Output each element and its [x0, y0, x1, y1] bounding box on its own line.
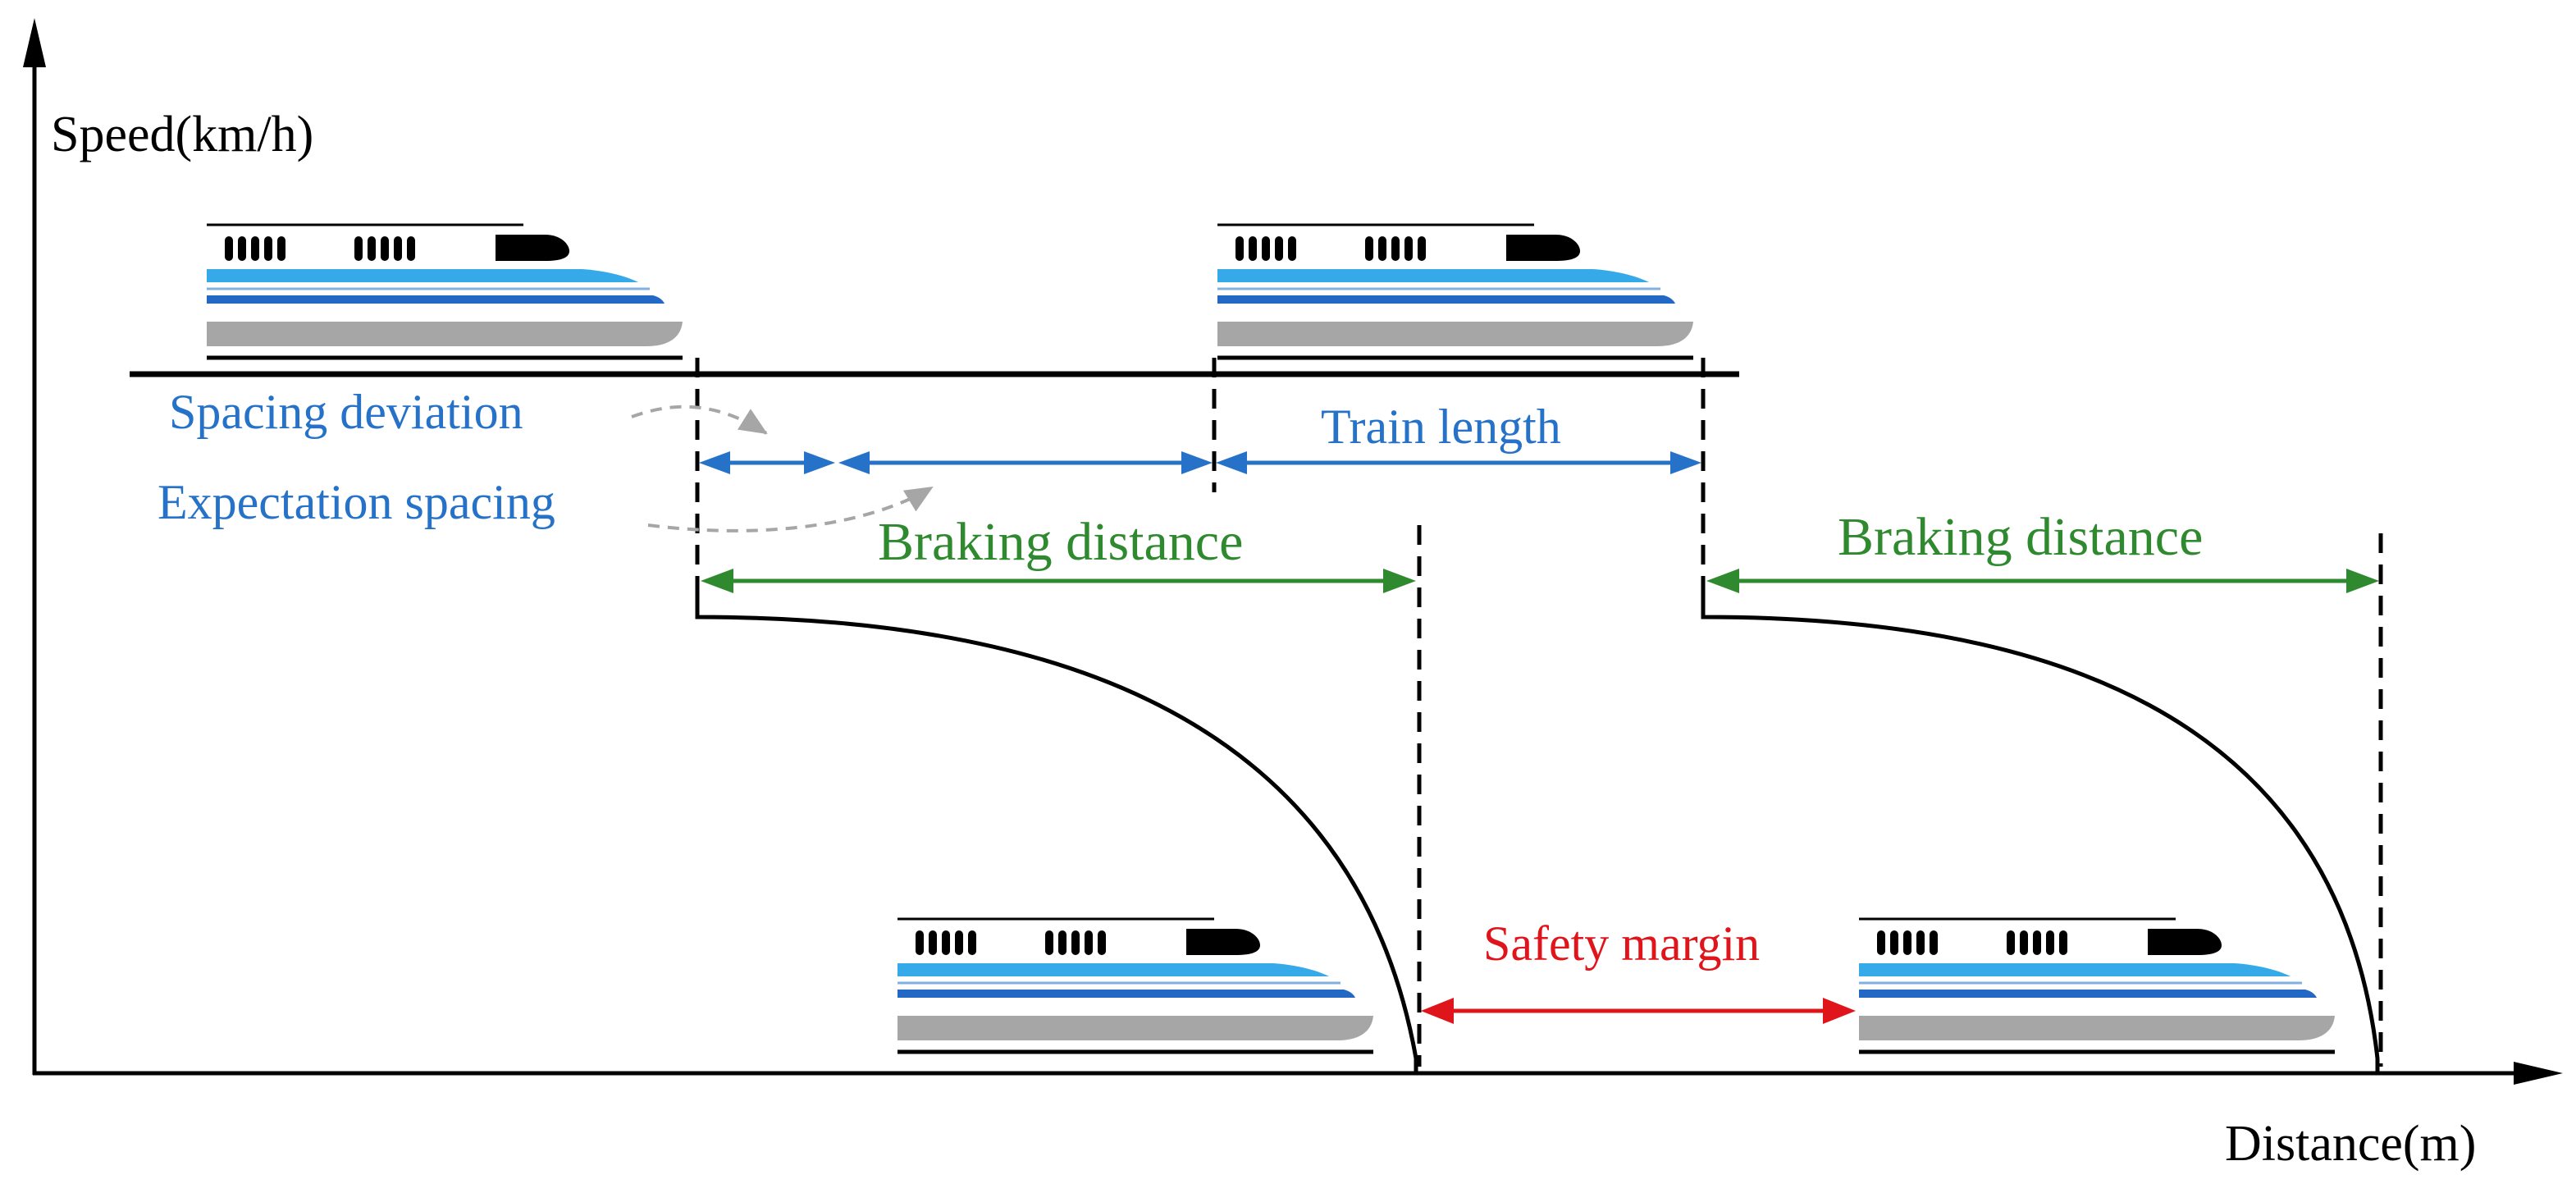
high-speed-train-icon: [897, 919, 1373, 1052]
arrowhead: [804, 451, 835, 474]
expectation-spacing-pointer: [647, 486, 934, 533]
arrowhead: [838, 451, 870, 474]
spacing-deviation-label: Spacing deviation: [169, 385, 523, 439]
arrowhead: [1181, 451, 1213, 474]
braking-distance-label-2: Braking distance: [1838, 507, 2203, 567]
y-axis-label: Speed(km/h): [51, 107, 313, 162]
arrowhead: [2346, 569, 2379, 593]
axes: Speed(km/h) Distance(m): [23, 18, 2563, 1172]
dashed-guides: [695, 358, 2383, 1067]
braking-distance-arrows: [701, 569, 2379, 593]
arrowhead: [1216, 451, 1247, 474]
safety-margin-arrow: [1421, 998, 1856, 1024]
y-axis-arrowhead: [23, 18, 46, 67]
spacing-arrows: [699, 451, 1701, 474]
high-speed-train-icon: [1859, 919, 2335, 1052]
braking-curve-1: [695, 591, 1418, 1073]
train-length-label: Train length: [1321, 400, 1561, 454]
high-speed-train-icon: [1217, 225, 1693, 358]
arrowhead: [1421, 998, 1454, 1024]
braking-curves: [695, 591, 2380, 1073]
spacing-deviation-pointer: [631, 405, 768, 435]
arrowhead: [699, 451, 730, 474]
arrowhead: [1383, 569, 1416, 593]
expectation-spacing-label: Expectation spacing: [158, 475, 555, 529]
x-axis-label: Distance(m): [2225, 1116, 2476, 1172]
safety-margin-label: Safety margin: [1483, 916, 1760, 971]
arrowhead: [1706, 569, 1739, 593]
x-axis-arrowhead: [2514, 1062, 2563, 1085]
arrowhead: [1670, 451, 1701, 474]
braking-distance-label-1: Braking distance: [878, 512, 1243, 572]
arrowhead: [701, 569, 733, 593]
arrowhead: [1823, 998, 1856, 1024]
high-speed-train-icon: [207, 225, 683, 358]
braking-curve-2: [1701, 591, 2380, 1073]
